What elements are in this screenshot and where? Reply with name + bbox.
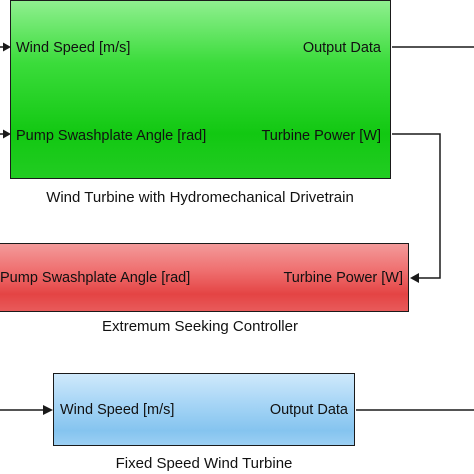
- wind-speed-arrowhead: [3, 42, 11, 52]
- wind-speed-input-port-label: Wind Speed [m/s]: [16, 40, 131, 56]
- turbine-power-input-port-label: Turbine Power [W]: [283, 270, 403, 286]
- fixed-wind-speed-arrowhead: [43, 405, 53, 415]
- fixed-turbine-caption: Fixed Speed Wind Turbine: [115, 455, 293, 472]
- fixed-output-data-port-label: Output Data: [269, 402, 348, 418]
- fixed-wind-speed-input-port-label: Wind Speed [m/s]: [60, 402, 175, 418]
- wind-turbine-block[interactable]: Wind Speed [m/s] Pump Swashplate Angle […: [10, 0, 391, 179]
- extremum-seeking-controller-block[interactable]: Pump Swashplate Angle [rad] Turbine Powe…: [0, 243, 409, 312]
- fixed-speed-wind-turbine-block[interactable]: Wind Speed [m/s] Output Data: [53, 373, 355, 446]
- output-data-port-label: Output Data: [302, 40, 381, 56]
- turbine-power-output-port-label: Turbine Power [W]: [261, 128, 381, 144]
- wind-turbine-caption: Wind Turbine with Hydromechanical Drivet…: [46, 189, 354, 206]
- swashplate-angle-arrowhead: [3, 129, 11, 139]
- controller-caption: Extremum Seeking Controller: [102, 318, 298, 335]
- swashplate-angle-output-port-label: Pump Swashplate Angle [rad]: [0, 270, 191, 286]
- turbine-power-arrowhead: [410, 273, 419, 283]
- swashplate-angle-input-port-label: Pump Swashplate Angle [rad]: [16, 128, 207, 144]
- turbine-power-feedback-wire: [392, 133, 441, 279]
